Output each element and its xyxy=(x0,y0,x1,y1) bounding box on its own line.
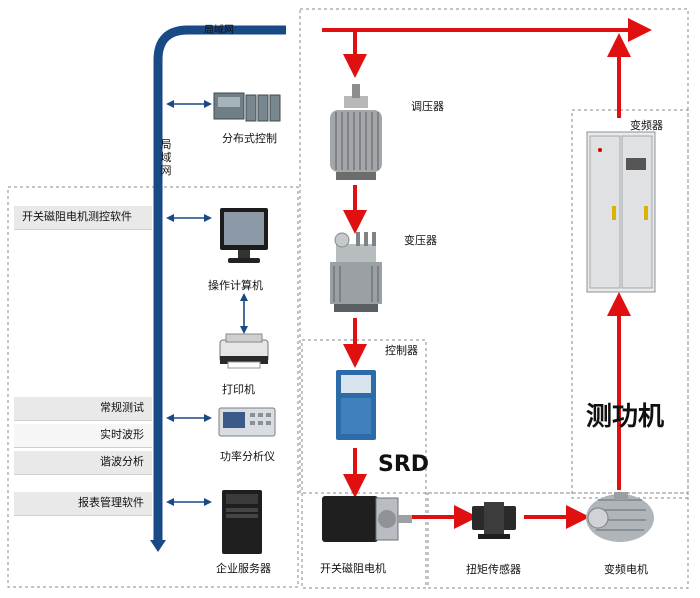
sr-motor-icon xyxy=(322,496,412,542)
lan-bus-arrow xyxy=(150,540,166,552)
computer-icon xyxy=(220,208,268,263)
inverter-label: 变频器 xyxy=(630,119,663,132)
srd-label: SRD xyxy=(378,452,430,477)
power-analyzer-icon xyxy=(218,407,276,437)
bottom-region xyxy=(427,492,689,589)
server-label: 企业服务器 xyxy=(216,562,271,575)
distributed-control-label: 分布式控制 xyxy=(222,132,277,145)
torque-sensor-icon xyxy=(472,502,516,539)
dashed-regions xyxy=(7,8,689,589)
voltage-regulator-icon xyxy=(330,84,382,180)
plc-rack-icon xyxy=(213,92,281,122)
printer-icon xyxy=(219,333,269,369)
test-item-harmonic[interactable]: 谐波分析 xyxy=(14,451,152,475)
inverter-cabinet-icon xyxy=(586,131,656,293)
power-region xyxy=(299,8,689,494)
controller-label: 控制器 xyxy=(385,344,418,357)
software-panel[interactable]: 开关磁阻电机测控软件 xyxy=(14,206,152,230)
controller-icon xyxy=(336,370,376,440)
server-icon xyxy=(222,490,262,554)
vf-motor-icon xyxy=(586,492,654,542)
test-item-waveform[interactable]: 实时波形 xyxy=(14,424,152,448)
power-flow xyxy=(322,18,652,529)
regulator-label: 调压器 xyxy=(411,100,444,113)
sr-motor-label: 开关磁阻电机 xyxy=(320,562,386,575)
transformer-icon xyxy=(330,232,382,312)
controller-region xyxy=(301,339,427,589)
printer-label: 打印机 xyxy=(222,383,255,396)
computer-label: 操作计算机 xyxy=(208,279,263,292)
lan-side-label: 局域网 xyxy=(160,138,172,177)
report-panel[interactable]: 报表管理软件 xyxy=(14,492,152,516)
test-item-routine[interactable]: 常规测试 xyxy=(14,397,152,421)
transformer-label: 变压器 xyxy=(404,234,437,247)
torque-sensor-label: 扭矩传感器 xyxy=(466,563,521,576)
lan-top-label: 局域网 xyxy=(204,25,234,36)
lan-bus xyxy=(153,25,286,540)
power-analyzer-label: 功率分析仪 xyxy=(220,450,275,463)
lan-connectors xyxy=(166,100,248,506)
left-region xyxy=(7,186,299,588)
dynamometer-label: 测功机 xyxy=(586,402,665,432)
vf-motor-label: 变频电机 xyxy=(604,563,648,576)
